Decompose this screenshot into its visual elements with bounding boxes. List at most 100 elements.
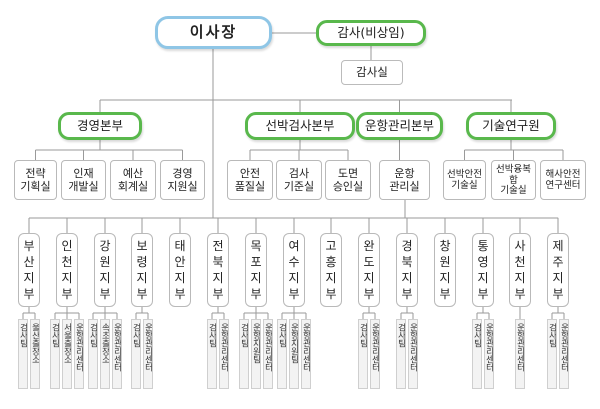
branch-name-char: 창 <box>439 238 451 253</box>
dept-node: 안전 품질실 <box>227 160 273 200</box>
team-node: 운항관리센터 <box>301 319 311 389</box>
branch-name-char: 지 <box>174 271 186 285</box>
team-node: 검사팀 <box>239 319 249 389</box>
team-node: 운항지원팀 <box>251 319 261 389</box>
branch-name-char: 여 <box>288 238 300 253</box>
branch-name-char: 지 <box>23 271 35 285</box>
dept-node: 인재 개발실 <box>61 160 106 200</box>
team-node: 운항관리센터 <box>74 319 84 389</box>
branch-name-char: 사 <box>514 238 526 253</box>
team-node: 검사팀 <box>277 319 287 389</box>
team-node: 검사팀 <box>131 319 141 389</box>
hq-node: 기술연구원 <box>466 112 556 140</box>
hq-node: 운항관리본부 <box>356 112 443 140</box>
branch-name-char: 부 <box>477 287 489 302</box>
branch-name-char: 제 <box>552 238 564 253</box>
branch-name-char: 지 <box>439 271 451 285</box>
branch-name-char: 부 <box>23 287 35 302</box>
branch-name-char: 령 <box>136 254 148 269</box>
branch-name-char: 지 <box>401 271 413 285</box>
branch-name-char: 지 <box>514 271 526 285</box>
branch-name-char: 부 <box>250 287 262 302</box>
branch-name-char: 지 <box>212 271 224 285</box>
hq-node: 경영본부 <box>58 112 142 140</box>
team-node: 검사팀 <box>472 319 482 389</box>
team-node: 운항관리센터 <box>484 319 494 389</box>
branch-name-char: 부 <box>212 287 224 302</box>
dept-node: 해사안전 연구센터 <box>540 160 586 200</box>
branch-name-char: 천 <box>61 254 73 269</box>
audit-office-node: 감사실 <box>341 60 403 85</box>
team-node: 울산출장소 <box>30 319 40 389</box>
branch-name-char: 부 <box>61 287 73 302</box>
branch-name-char: 천 <box>514 254 526 269</box>
dept-node: 경영 지원실 <box>160 160 205 200</box>
team-node: 서울출장소 <box>62 319 72 389</box>
branch-name-char: 전 <box>212 238 224 253</box>
team-node: 운항지원팀 <box>289 319 299 389</box>
ceo-node: 이사장 <box>155 16 272 49</box>
branch-name-char: 원 <box>99 254 111 269</box>
branch-name-char: 안 <box>174 254 186 269</box>
team-node: 검사팀 <box>207 319 217 389</box>
branch-name-char: 수 <box>288 254 300 269</box>
branch-name-char: 도 <box>363 254 375 269</box>
branch-name-char: 인 <box>61 238 73 253</box>
branch-name-char: 부 <box>23 238 35 253</box>
branch-name-char: 주 <box>552 254 564 269</box>
branch-name-char: 완 <box>363 238 375 253</box>
branch-name-char: 지 <box>363 271 375 285</box>
branch-name-char: 영 <box>477 254 489 269</box>
branch-name-char: 산 <box>23 254 35 269</box>
branch-name-char: 부 <box>325 287 337 302</box>
branch-name-char: 부 <box>514 287 526 302</box>
branch-name-char: 고 <box>325 238 337 253</box>
branch-name-char: 북 <box>212 254 224 269</box>
branch-name-char: 지 <box>552 271 564 285</box>
team-node: 검사팀 <box>18 319 28 389</box>
dept-node: 선박안전 기술실 <box>443 160 486 200</box>
branch-name-char: 북 <box>401 254 413 269</box>
branch-name-char: 목 <box>250 238 262 253</box>
dept-node: 선박융복합 기술실 <box>491 160 536 200</box>
branch-name-char: 지 <box>250 271 262 285</box>
team-node: 운항관리센터 <box>559 319 569 389</box>
team-node: 운항관리센터 <box>370 319 380 389</box>
branch-name-char: 부 <box>174 287 186 302</box>
team-node: 검사팀 <box>50 319 60 389</box>
branch-name-char: 부 <box>401 287 413 302</box>
branch-name-char: 지 <box>288 271 300 285</box>
team-node: 운항관리센터 <box>112 319 122 389</box>
branch-name-char: 부 <box>288 287 300 302</box>
branch-name-char: 지 <box>325 271 337 285</box>
team-node: 운항관리센터 <box>143 319 153 389</box>
branch-name-char: 흥 <box>325 254 337 269</box>
team-node: 운항관리센터 <box>219 319 229 389</box>
branch-name-char: 보 <box>136 238 148 253</box>
branch-name-char: 통 <box>477 238 489 253</box>
branch-name-char: 지 <box>477 271 489 285</box>
team-node: 검사팀 <box>88 319 98 389</box>
team-node: 검사팀 <box>547 319 557 389</box>
branch-name-char: 부 <box>99 287 111 302</box>
dept-node: 전략 기획실 <box>14 160 57 200</box>
dept-node: 검사 기준실 <box>276 160 322 200</box>
branch-name-char: 지 <box>99 271 111 285</box>
team-node: 속초출장소 <box>100 319 110 389</box>
hq-node: 선박검사본부 <box>245 112 355 140</box>
dept-node: 운항 관리실 <box>379 160 430 200</box>
